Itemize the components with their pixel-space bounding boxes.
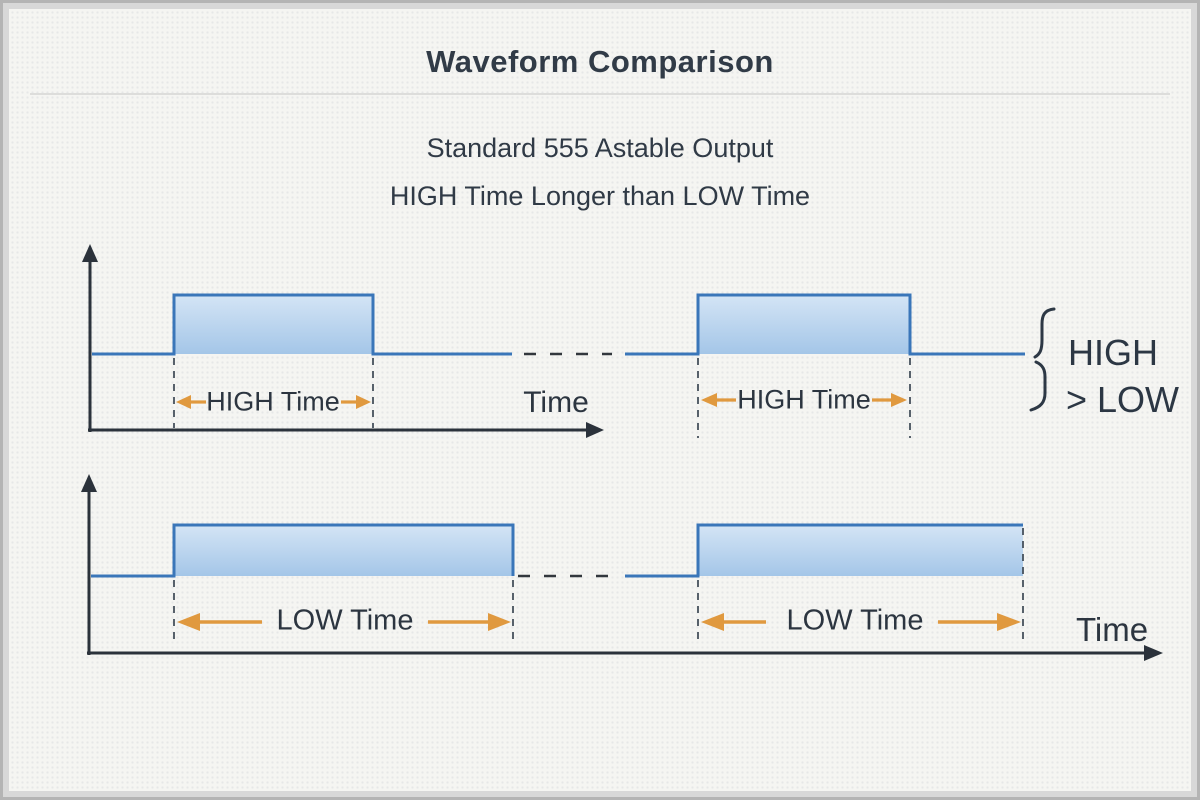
page-title: Waveform Comparison <box>426 44 774 79</box>
bottom-waveform <box>81 474 1163 661</box>
top-y-axis-arrowhead <box>82 244 98 262</box>
annotation-high: HIGH <box>1068 332 1158 373</box>
top-pulse2-arrows <box>701 393 907 407</box>
top-pulse2-fill <box>699 296 909 354</box>
bottom-pulse2-arrows <box>701 613 1021 631</box>
bottom-pulse2-fill <box>699 526 1023 576</box>
top-trace-segment2 <box>625 293 1025 356</box>
high-time-label-1: HIGH Time <box>206 386 340 417</box>
top-y-axis <box>82 244 98 432</box>
top-time-axis-label: Time <box>523 386 589 419</box>
bottom-x-axis <box>87 645 1163 661</box>
bottom-x-axis-arrowhead <box>1144 645 1163 661</box>
top-x-axis-arrowhead <box>586 422 604 438</box>
low-time-label-1: LOW Time <box>276 604 414 637</box>
bottom-y-axis <box>81 474 97 655</box>
low-time-label-2: LOW Time <box>786 604 924 637</box>
subtitle-line1: Standard 555 Astable Output <box>426 133 774 163</box>
high-low-brace <box>1029 307 1056 412</box>
top-trace-segment1 <box>92 293 512 356</box>
bottom-trace-segment2 <box>625 523 1023 578</box>
bottom-trace-segment1 <box>91 523 515 578</box>
top-pulse1-arrows <box>176 395 371 409</box>
title-divider <box>30 93 1170 95</box>
top-waveform <box>82 244 1056 438</box>
bottom-y-axis-arrowhead <box>81 474 97 492</box>
subtitle-line2: HIGH Time Longer than LOW Time <box>389 181 811 211</box>
bottom-pulse1-arrows <box>177 613 511 631</box>
high-time-label-2: HIGH Time <box>737 384 871 415</box>
bottom-pulse1-fill <box>175 526 512 576</box>
annotation-greater-than-low: > LOW <box>1066 379 1180 420</box>
bottom-time-axis-label: Time <box>1075 611 1149 648</box>
top-pulse1-fill <box>175 296 372 354</box>
top-x-axis <box>88 422 604 438</box>
